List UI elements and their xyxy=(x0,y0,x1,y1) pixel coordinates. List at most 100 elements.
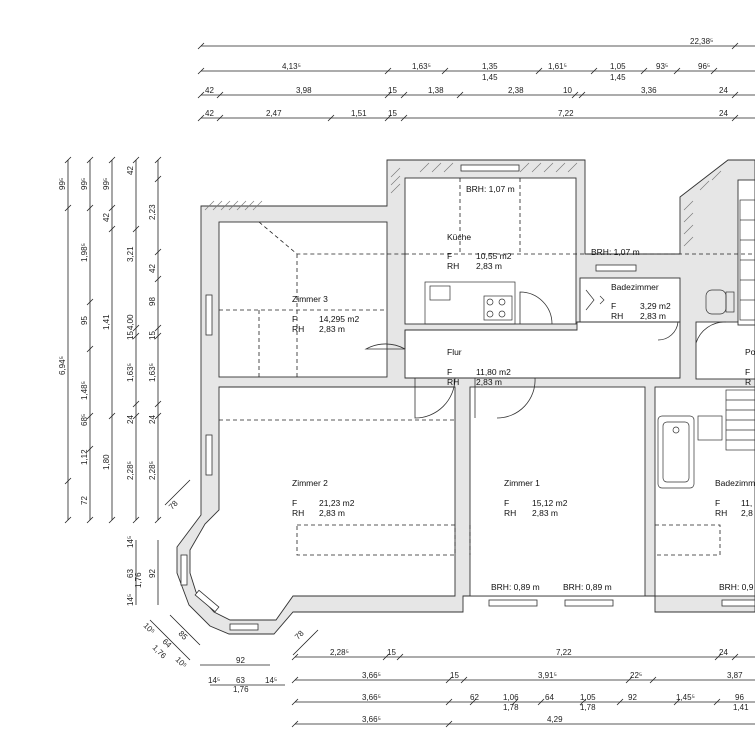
room-height-zimmer2: 2,83 m xyxy=(319,508,345,518)
room-name-zimmer1: Zimmer 1 xyxy=(504,478,540,488)
dim-left-c2-2: 95 xyxy=(80,316,89,325)
dim-top-r2-5: 93⁵ xyxy=(656,62,668,71)
bay-dim-12: 14⁵ xyxy=(208,676,220,685)
dim-bot-r3-4: 1,05 xyxy=(580,693,596,702)
dim-bot-r3-2: 1,06 xyxy=(503,693,519,702)
brh-label-bad1: BRH: 1,07 m xyxy=(591,247,640,257)
room-height-label-zimmer2: RH xyxy=(292,508,304,518)
dim-top-r3-2: 15 xyxy=(388,86,397,95)
dim-left-c4-1: 2,23 xyxy=(148,204,157,220)
dim-bot-r3-sub-1: 1,78 xyxy=(580,703,596,712)
bay-dim-11: 92 xyxy=(236,656,245,665)
bathtub-icon xyxy=(657,415,695,489)
room-area-label-zimmer2: F xyxy=(292,498,297,508)
dim-top-r3-1: 3,98 xyxy=(296,86,312,95)
room-name-po: Po xyxy=(745,347,755,357)
dim-left-c4-7: 2,28⁵ xyxy=(148,461,157,480)
dim-left-c2-4: 68⁵ xyxy=(80,414,89,426)
brh-label-bad2: BRH: 0,9 xyxy=(719,582,754,592)
fixtures xyxy=(424,199,755,489)
room-zimmer3-area xyxy=(218,221,388,378)
room-area-label-zimmer1: F xyxy=(504,498,509,508)
dim-left-c1-0: 99⁵ xyxy=(58,178,67,190)
dim-top-r3-4: 2,38 xyxy=(508,86,524,95)
dim-top-r2-0: 4,13⁵ xyxy=(282,62,301,71)
dim-top-r4-3: 15 xyxy=(388,109,397,118)
room-name-flur: Flur xyxy=(447,347,462,357)
bay-dim-5: 14⁵ xyxy=(126,594,135,606)
dim-bot-r3-6: 1,45⁵ xyxy=(676,693,695,702)
dim-left-c4-3: 98 xyxy=(148,297,157,306)
bay-dim-10: 10⁵ xyxy=(174,655,189,670)
dim-bot-r3-sub-0: 1,78 xyxy=(503,703,519,712)
dim-left-c3-4: 2,28⁵ xyxy=(126,461,135,480)
dim-top-r2-2: 1,35 xyxy=(482,62,498,71)
room-area-label-kueche: F xyxy=(447,251,452,261)
dim-bot-r3-1: 62 xyxy=(470,693,479,702)
dim-bot-r2-3: 22⁵ xyxy=(630,671,642,680)
dim-left-c3-6: 1,63⁵ xyxy=(126,363,135,382)
walls xyxy=(176,159,755,635)
room-area-bad2: 11, xyxy=(741,498,752,508)
dim-left-c2-6: 1,80 xyxy=(102,454,111,470)
room-zimmer2-area xyxy=(189,386,456,621)
room-height-label-flur: RH xyxy=(447,377,459,387)
room-area-zimmer1: 15,12 m2 xyxy=(532,498,568,508)
brh-label-zimmer1-b: BRH: 0,89 m xyxy=(563,582,612,592)
dim-top-r2-sub-1: 1,45 xyxy=(610,73,626,82)
room-area-label-zimmer3: F xyxy=(292,314,297,324)
room-area-label-bad2: F xyxy=(715,498,720,508)
bathroom-sink-icon xyxy=(697,415,723,441)
dim-bot-r2-4: 3,87 xyxy=(727,671,743,680)
bay-dim-15: 14⁵ xyxy=(265,676,277,685)
bay-dim-2: 63 xyxy=(126,569,135,578)
dim-bot-r3-sub-2: 1,41 xyxy=(733,703,749,712)
dim-top-r4-2: 1,51 xyxy=(351,109,367,118)
dim-top-r2-3: 1,61⁵ xyxy=(548,62,567,71)
room-area-zimmer2: 21,23 m2 xyxy=(319,498,355,508)
dim-bot-r3-7: 96 xyxy=(735,693,744,702)
dim-left-c3b-0: 3,21 xyxy=(126,246,135,262)
room-height-label-bad2: RH xyxy=(715,508,727,518)
room-height-zimmer3: 2,83 m xyxy=(319,324,345,334)
room-area-label-po: F xyxy=(745,367,750,377)
room-po-area xyxy=(695,321,755,380)
dim-bot-r1-1: 15 xyxy=(387,648,396,657)
room-height-zimmer1: 2,83 m xyxy=(532,508,558,518)
dim-left-c2-1: 1,98⁵ xyxy=(80,243,89,262)
dim-bot-r4-1: 4,29 xyxy=(547,715,563,724)
roof-slope-hatching xyxy=(204,162,722,247)
dim-bot-r3-5: 92 xyxy=(628,693,637,702)
room-area-bad1: 3,29 m2 xyxy=(640,301,671,311)
room-area-kueche: 10,55 m2 xyxy=(476,251,512,261)
dim-left-c2-0: 99⁵ xyxy=(80,178,89,190)
room-height-label-kueche: RH xyxy=(447,261,459,271)
toilet-icon xyxy=(705,289,735,315)
dim-top-r3-3: 1,38 xyxy=(428,86,444,95)
dim-top-r4-5: 24 xyxy=(719,109,728,118)
dim-top-r2-1: 1,63⁵ xyxy=(412,62,431,71)
dim-bot-r1-3: 24 xyxy=(719,648,728,657)
room-name-bad1: Badezimmer xyxy=(611,282,659,292)
dim-left-c2-5: 1,12 xyxy=(80,449,89,465)
dim-top-r4-0: 42 xyxy=(205,109,214,118)
room-name-zimmer2: Zimmer 2 xyxy=(292,478,328,488)
room-area-zimmer3: 14,295 m2 xyxy=(319,314,359,324)
room-zimmer1-area xyxy=(469,386,646,597)
room-height-label-zimmer1: RH xyxy=(504,508,516,518)
room-height-label-po: R xyxy=(745,377,751,387)
dim-top-r3-0: 42 xyxy=(205,86,214,95)
dim-left-c3-0: 99⁵ xyxy=(102,178,111,190)
room-height-kueche: 2,83 m xyxy=(476,261,502,271)
brh-label-zimmer1-a: BRH: 0,89 m xyxy=(491,582,540,592)
room-flur-area xyxy=(404,321,681,379)
dim-top-r3-6: 3,36 xyxy=(641,86,657,95)
bay-dim-3: 1,76 xyxy=(134,572,143,588)
dim-bot-r2-0: 3,66⁵ xyxy=(362,671,381,680)
doors xyxy=(364,291,727,419)
dashed-slope-lines xyxy=(219,178,755,556)
room-bad2-area xyxy=(654,386,755,597)
room-labels: Küche F 10,55 m2 RH 2,83 m Zimmer 3 F 14… xyxy=(292,184,755,592)
dim-top-r3-5: 10 xyxy=(563,86,572,95)
room-area-label-bad1: F xyxy=(611,301,616,311)
